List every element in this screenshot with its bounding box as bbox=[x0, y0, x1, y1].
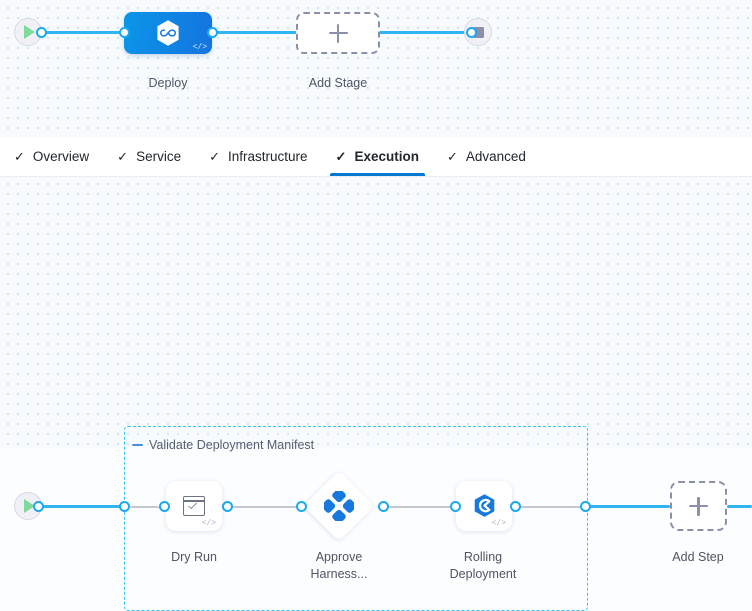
add-step-button[interactable] bbox=[670, 481, 727, 531]
tab-label: Execution bbox=[354, 149, 419, 164]
harness-rolling-icon bbox=[474, 494, 494, 517]
connector-dot-approve-in[interactable] bbox=[296, 501, 307, 512]
check-icon: ✓ bbox=[335, 149, 347, 164]
stage-config-tab-bar[interactable]: ✓ Overview ✓ Service ✓ Infrastructure ✓ … bbox=[0, 137, 752, 176]
checkbox-window-icon bbox=[183, 496, 205, 516]
wire-group-to-addstep bbox=[588, 505, 670, 508]
tab-label: Service bbox=[136, 149, 182, 164]
add-stage-label: Add Stage bbox=[308, 76, 368, 90]
plus-icon bbox=[689, 496, 708, 516]
wire-start-to-group bbox=[34, 505, 126, 508]
connector-dot-rolling-out[interactable] bbox=[510, 501, 521, 512]
tab-label: Overview bbox=[32, 149, 90, 164]
tab-overview[interactable]: ✓ Overview bbox=[0, 137, 103, 176]
wire-deploy-to-addstage bbox=[208, 31, 300, 34]
stage-canvas[interactable]: </> Deploy Add Stage bbox=[0, 0, 752, 137]
step-label-dry-run: Dry Run bbox=[171, 550, 217, 564]
play-icon bbox=[24, 25, 35, 39]
step-label-rolling-deployment: Rolling Deployment bbox=[449, 550, 517, 581]
connector-dot-group-in[interactable] bbox=[119, 501, 130, 512]
connector-dot-dryrun-out[interactable] bbox=[222, 501, 233, 512]
step-group-label: Validate Deployment Manifest bbox=[149, 438, 315, 452]
connector-dot-deploy-in[interactable] bbox=[119, 27, 130, 38]
step-node-rolling-deployment[interactable]: </> bbox=[456, 481, 512, 531]
step-group-header[interactable]: Validate Deployment Manifest bbox=[132, 438, 314, 452]
harness-infinity-hexagon-icon bbox=[157, 20, 179, 46]
connector-dot-deploy-out[interactable] bbox=[207, 27, 218, 38]
execution-canvas[interactable]: Validate Deployment Manifest </> Dry Run… bbox=[0, 176, 752, 611]
connector-dot-end[interactable] bbox=[466, 27, 477, 38]
add-step-label: Add Step bbox=[672, 550, 724, 564]
step-label-approve-harness: Approve Harness... bbox=[310, 550, 368, 581]
tab-execution[interactable]: ✓ Execution bbox=[322, 137, 433, 176]
stop-icon bbox=[472, 26, 484, 38]
code-badge-icon: </> bbox=[201, 519, 216, 528]
tab-label: Advanced bbox=[465, 149, 526, 164]
tab-service[interactable]: ✓ Service bbox=[103, 137, 195, 176]
connector-dot-start[interactable] bbox=[36, 27, 47, 38]
add-stage-button[interactable] bbox=[296, 12, 380, 54]
tab-infrastructure[interactable]: ✓ Infrastructure bbox=[195, 137, 321, 176]
wire-start-to-deploy bbox=[36, 31, 128, 34]
step-node-dry-run[interactable]: </> bbox=[166, 481, 222, 531]
connector-dot-approve-out[interactable] bbox=[378, 501, 389, 512]
check-icon: ✓ bbox=[209, 149, 220, 164]
tab-advanced[interactable]: ✓ Advanced bbox=[433, 137, 540, 176]
collapse-dash-icon[interactable] bbox=[132, 443, 143, 447]
code-badge-icon: </> bbox=[491, 519, 506, 528]
tab-label: Infrastructure bbox=[228, 149, 308, 164]
connector-dot-rolling-in[interactable] bbox=[450, 501, 461, 512]
plus-icon bbox=[328, 23, 348, 43]
check-icon: ✓ bbox=[14, 149, 25, 164]
code-badge-icon: </> bbox=[192, 43, 207, 52]
stage-node-deploy[interactable]: </> bbox=[124, 12, 212, 54]
wire-addstage-to-end bbox=[376, 31, 474, 34]
check-icon: ✓ bbox=[446, 149, 458, 164]
connector-dot-group-out[interactable] bbox=[580, 501, 591, 512]
connector-dot-exec-start[interactable] bbox=[33, 501, 44, 512]
stage-label-deploy: Deploy bbox=[148, 76, 188, 90]
check-icon: ✓ bbox=[117, 149, 129, 164]
wire-addstep-trailing bbox=[727, 505, 752, 508]
connector-dot-dryrun-in[interactable] bbox=[159, 501, 170, 512]
